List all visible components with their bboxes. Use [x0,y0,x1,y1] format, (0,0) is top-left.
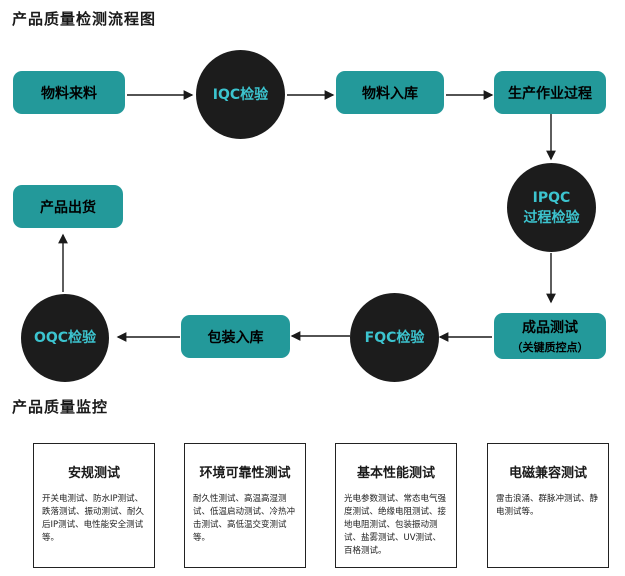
node-finished-test-label: 成品测试 [522,320,578,336]
card-body: 光电参数测试、常态电气强度测试、绝缘电阻测试、接地电阻测试、包装振动测试、盐雾测… [344,494,447,556]
card-body: 雷击浪涌、群脉冲测试、静电测试等。 [496,494,599,517]
flow-title: 产品质量检测流程图 [12,10,157,28]
node-shipment: 产品出货 [13,185,123,228]
node-oqc: OQC检验 [21,294,109,382]
card-safety-test: 安规测试 开关电测试、防水IP测试、跌落测试、振动测试、耐久后IP测试、电性能安… [33,443,155,568]
node-packaging: 包装入库 [181,315,290,358]
node-ipqc: IPQC 过程检验 [507,163,596,252]
card-title: 安规测试 [67,466,120,481]
card-body: 开关电测试、防水IP测试、跌落测试、振动测试、耐久后IP测试、电性能安全测试等。 [42,494,145,543]
node-fqc: FQC检验 [350,293,439,382]
card-environment-test: 环境可靠性测试 耐久性测试、高温高湿测试、低温启动测试、冷热冲击测试、高低温交变… [184,443,306,568]
card-title: 环境可靠性测试 [199,466,291,481]
card-emc-test: 电磁兼容测试 雷击浪涌、群脉冲测试、静电测试等。 [487,443,609,568]
node-material-incoming: 物料来料 [13,71,125,114]
node-material-storage-label: 物料入库 [362,85,418,102]
card-performance-test: 基本性能测试 光电参数测试、常态电气强度测试、绝缘电阻测试、接地电阻测试、包装振… [335,443,457,568]
node-finished-test: 成品测试 （关键质控点） [494,313,606,359]
node-oqc-label: OQC检验 [33,330,97,346]
card-title: 基本性能测试 [356,466,435,481]
node-ipqc-label-1: IPQC [532,189,571,206]
node-production-label: 生产作业过程 [508,85,592,102]
node-material-storage: 物料入库 [336,71,444,114]
node-iqc: IQC检验 [196,50,285,139]
node-shipment-label: 产品出货 [40,199,96,216]
node-production: 生产作业过程 [494,71,606,114]
node-packaging-label: 包装入库 [207,329,264,346]
node-iqc-label: IQC检验 [212,86,269,103]
monitor-title: 产品质量监控 [12,398,109,416]
node-ipqc-label-2: 过程检验 [523,209,580,226]
node-finished-test-sublabel: （关键质控点） [511,341,589,354]
card-body: 耐久性测试、高温高湿测试、低温启动测试、冷热冲击测试、高低温交变测试等。 [193,494,296,543]
node-material-incoming-label: 物料来料 [41,85,97,102]
node-fqc-label: FQC检验 [364,329,425,346]
card-title: 电磁兼容测试 [508,466,587,481]
